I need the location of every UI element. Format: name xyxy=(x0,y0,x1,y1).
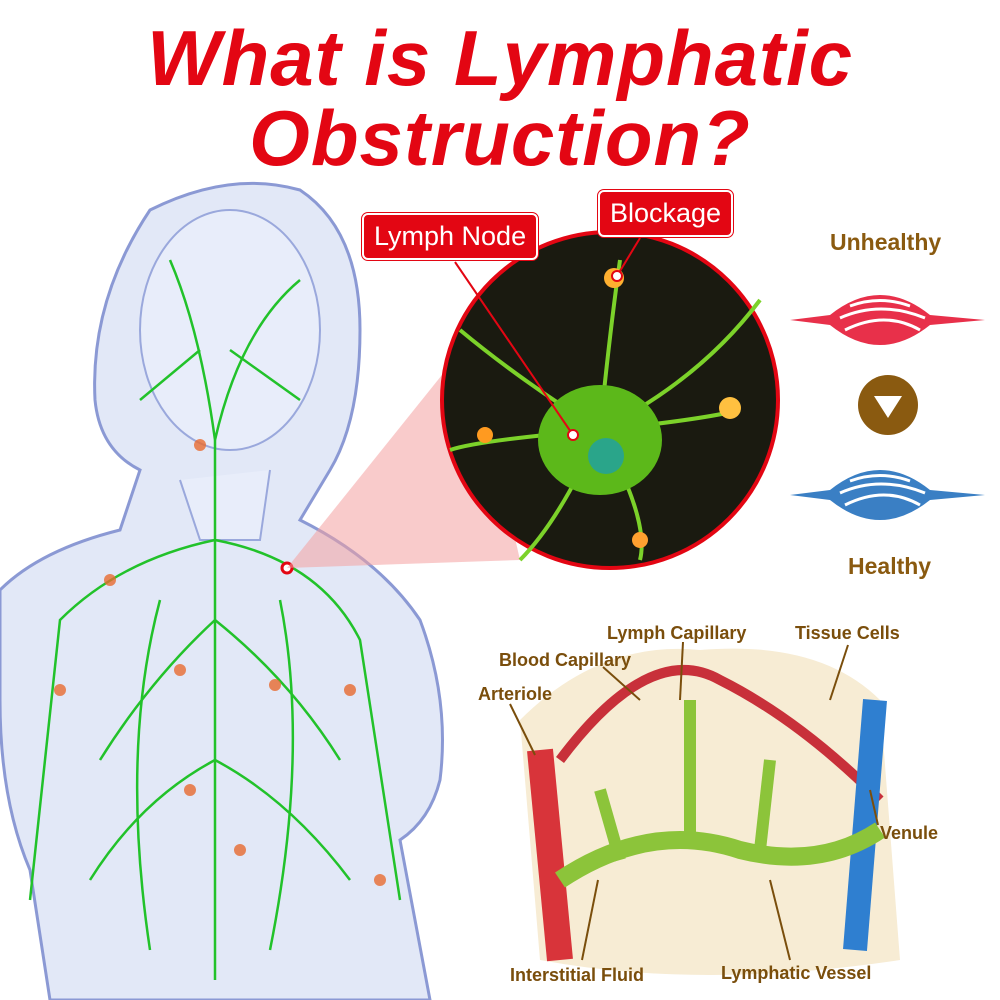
down-triangle-icon xyxy=(858,375,918,435)
arteriole-label: Arteriole xyxy=(478,684,553,704)
body-figure xyxy=(0,181,444,1000)
interstitial-fluid-label: Interstitial Fluid xyxy=(510,965,645,985)
blood-capillary-label: Blood Capillary xyxy=(499,650,632,670)
unhealthy-label: Unhealthy xyxy=(830,229,942,255)
lymph-node-closeup xyxy=(440,230,780,570)
title-line-1: What is Lymphatic xyxy=(146,14,854,102)
lymph-capillary-label: Lymph Capillary xyxy=(607,623,747,643)
capillary-bed-diagram xyxy=(520,648,900,975)
venule-label: Venule xyxy=(880,823,939,843)
healthy-vessel-icon xyxy=(790,470,985,520)
tissue-cells-label: Tissue Cells xyxy=(795,623,900,643)
label-leaders xyxy=(509,641,879,961)
lymph-node-label: Lymph Node xyxy=(362,213,539,260)
unhealthy-vessel-icon xyxy=(790,295,985,345)
healthy-label: Healthy xyxy=(848,553,932,579)
lymphatic-vessel-label: Lymphatic Vessel xyxy=(721,963,872,983)
blockage-label: Blockage xyxy=(598,190,734,237)
title-line-2: Obstruction? xyxy=(249,94,751,182)
